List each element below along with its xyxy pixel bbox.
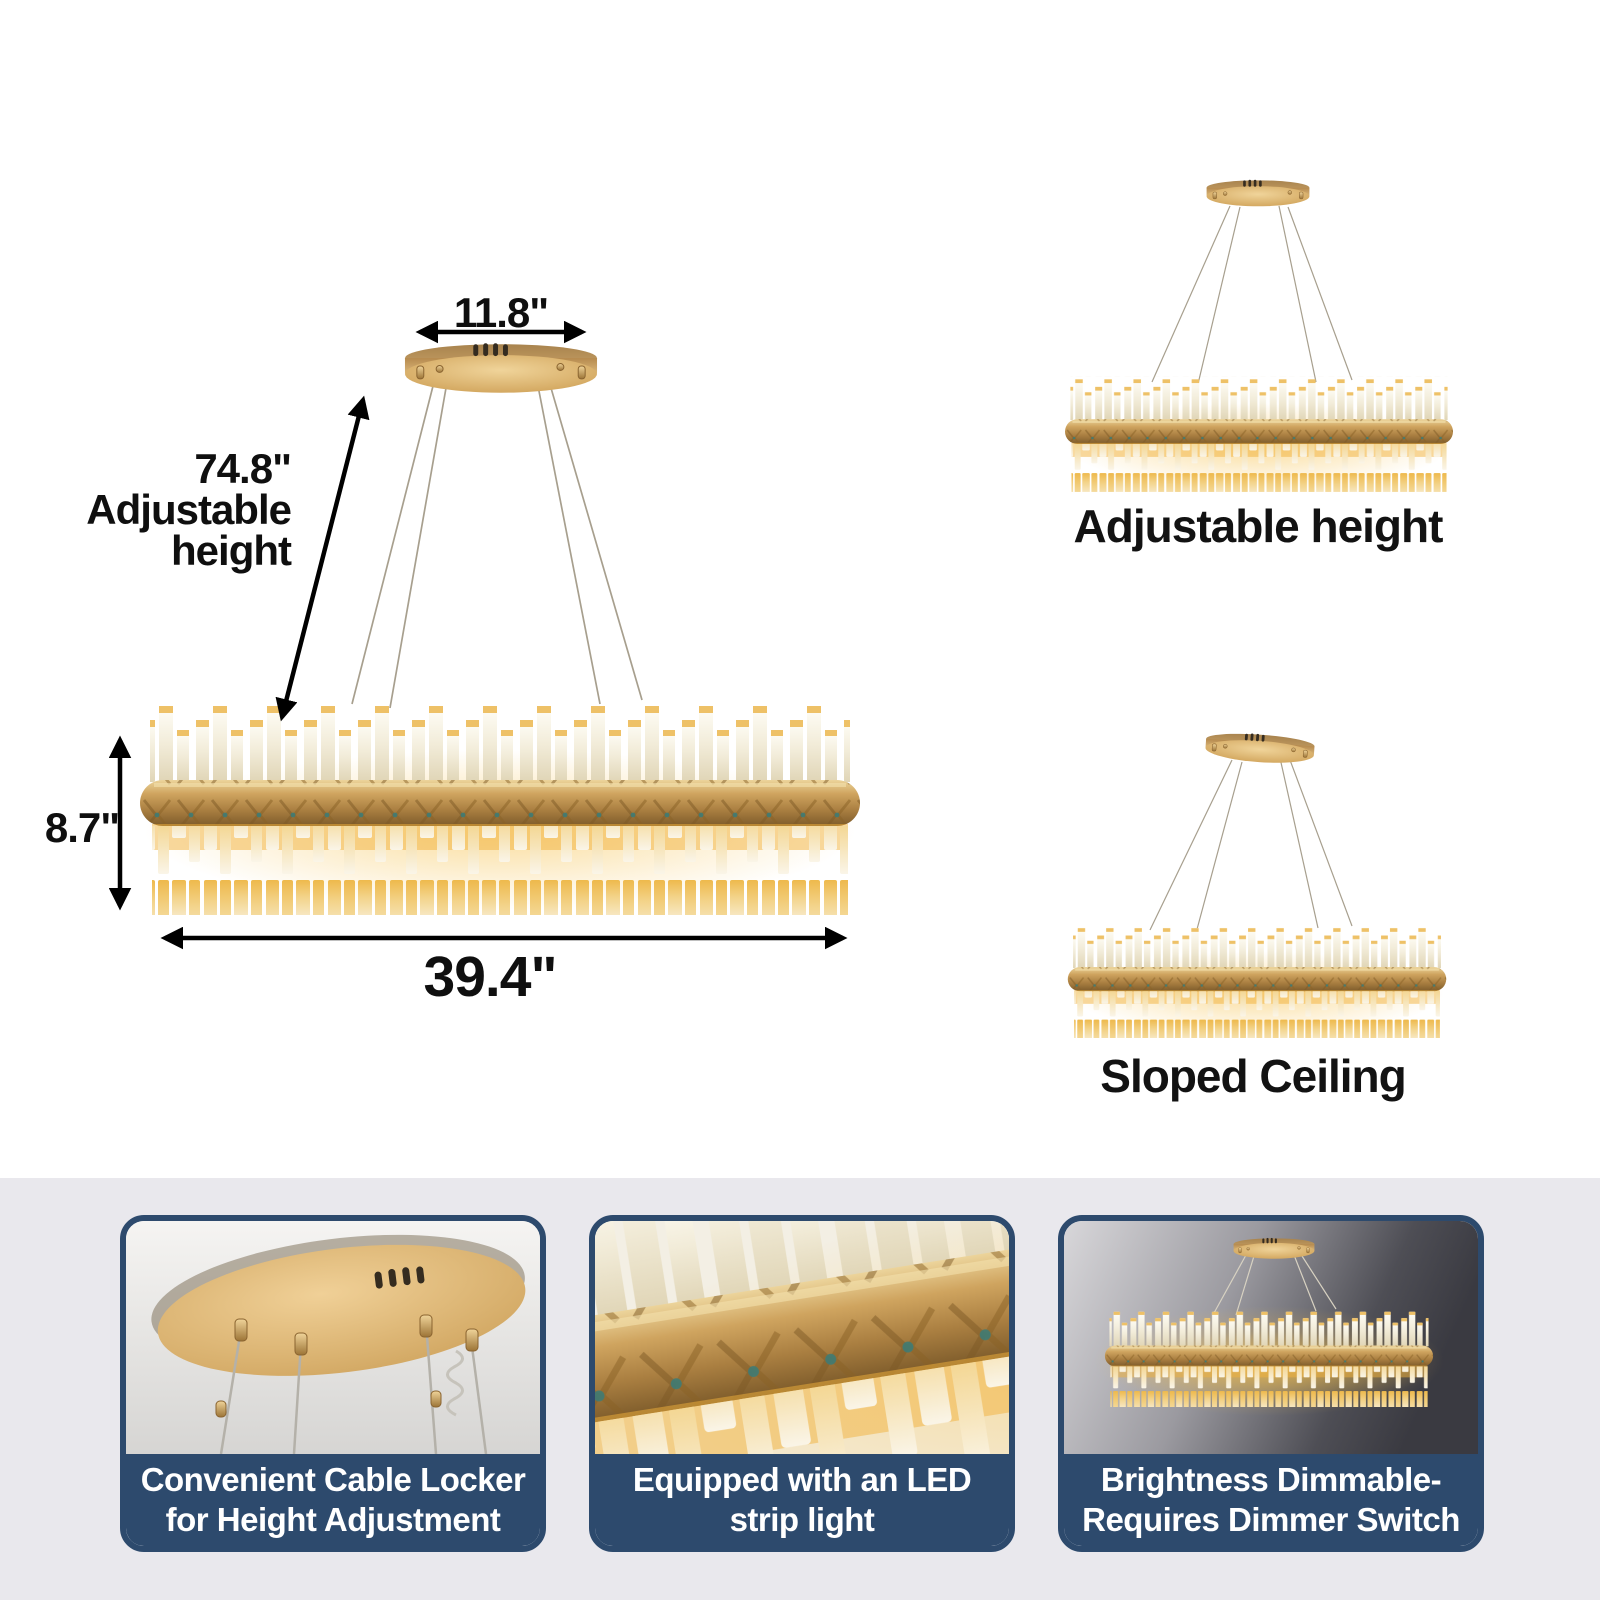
chandelier-body-illustration xyxy=(1067,925,1447,1038)
canopy-illustration xyxy=(1206,179,1310,207)
canopy-illustration xyxy=(1233,1237,1315,1259)
adjustable-height-caption: Adjustable height xyxy=(1074,500,1444,552)
dimension-diagram-canvas: 11.8" 74.8" Adjustable height 8.7" 39.4"… xyxy=(45,179,1453,1102)
adjustable-height-arrow xyxy=(275,395,370,722)
canopy-illustration xyxy=(1204,730,1316,767)
feature-card-led-strip: Equipped with an LED strip light xyxy=(589,1215,1015,1552)
canopy-illustration xyxy=(404,342,598,394)
chandelier-body-illustration xyxy=(1104,1309,1434,1407)
suspension-cables xyxy=(1151,205,1353,385)
feature-caption: Equipped with an LED strip light xyxy=(595,1454,1009,1546)
cable-lockers xyxy=(215,1314,479,1418)
feature-caption: Brightness Dimmable- Requires Dimmer Swi… xyxy=(1064,1454,1478,1546)
suspension-cables xyxy=(1213,1254,1337,1316)
adjustable-height-word1-label: Adjustable xyxy=(86,486,291,533)
fixture-length-label: 39.4" xyxy=(424,945,557,1009)
features-section: Convenient Cable Locker for Height Adjus… xyxy=(0,1178,1600,1600)
caption-line-1: Equipped with an LED xyxy=(632,1461,972,1498)
coiled-wire xyxy=(446,1349,464,1417)
cable-locker-photo xyxy=(126,1221,540,1454)
chandelier-body-illustration xyxy=(140,700,860,915)
main-dimension-diagram: 11.8" 74.8" Adjustable height 8.7" 39.4" xyxy=(45,289,860,1009)
sloped-ceiling-caption: Sloped Ceiling xyxy=(1100,1050,1405,1102)
canopy-width-label: 11.8" xyxy=(454,289,548,336)
caption-line-1: Convenient Cable Locker xyxy=(140,1461,526,1498)
led-strip-photo xyxy=(595,1221,1009,1454)
fixture-height-label: 8.7" xyxy=(45,804,119,851)
caption-line-1: Brightness Dimmable- xyxy=(1100,1461,1442,1498)
feature-card-dimmable: Brightness Dimmable- Requires Dimmer Swi… xyxy=(1058,1215,1484,1552)
caption-line-2: strip light xyxy=(729,1501,875,1538)
dimmable-photo xyxy=(1064,1221,1478,1454)
band-closeup xyxy=(595,1221,1009,1454)
feature-card-cable-locker: Convenient Cable Locker for Height Adjus… xyxy=(120,1215,546,1552)
adjustable-height-view: Adjustable height xyxy=(1065,179,1453,552)
suspension-cables xyxy=(1149,757,1353,934)
adjustable-height-word2-label: height xyxy=(171,527,292,574)
suspension-cables xyxy=(351,385,643,709)
hanging-cables xyxy=(219,1322,488,1454)
caption-line-2: for Height Adjustment xyxy=(165,1501,501,1538)
adjustable-height-value-label: 74.8" xyxy=(194,445,291,492)
dimension-arrows xyxy=(108,320,848,950)
caption-line-2: Requires Dimmer Switch xyxy=(1082,1501,1460,1538)
feature-caption: Convenient Cable Locker for Height Adjus… xyxy=(126,1454,540,1546)
sloped-ceiling-view: Sloped Ceiling xyxy=(1067,730,1447,1102)
chandelier-body-illustration xyxy=(1065,376,1453,492)
